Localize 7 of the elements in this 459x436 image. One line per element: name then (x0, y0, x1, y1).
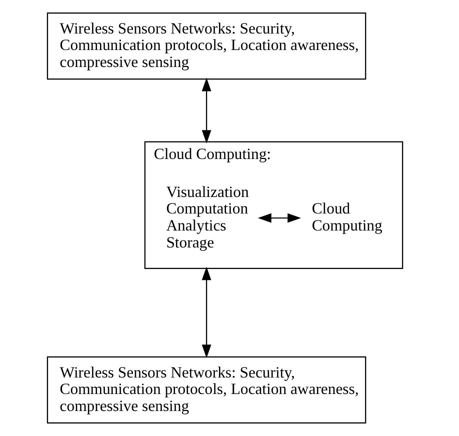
arrow (202, 78, 212, 144)
node-text: Visualization Computation Analytics Storage (166, 184, 249, 252)
node-box: Wireless Sensors Networks: Security, Communication protocols, Location awareness, compressive sensing (46, 12, 366, 80)
arrow (258, 213, 302, 223)
node-text: Cloud Computing (312, 200, 382, 235)
node-box: Wireless Sensors Networks: Security, Communication protocols, Location awareness, compressive sensing (46, 356, 366, 424)
arrow (202, 266, 212, 358)
